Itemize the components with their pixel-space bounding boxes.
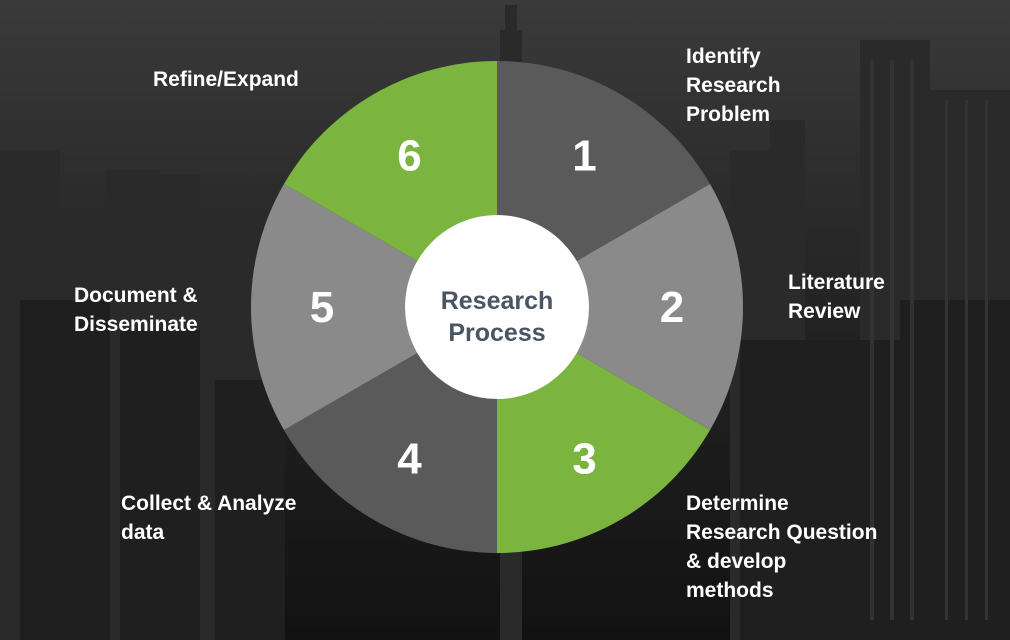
step-2-label: Literature Review [788,271,885,323]
step-5-label: Document & Disseminate [74,284,198,336]
segment-4-number: 4 [397,435,422,484]
center-circle [405,215,589,399]
step-3-label: Determine Research Question & develop me… [686,492,878,602]
step-6-label: Refine/Expand [153,68,299,91]
step-1-label: Identify Research Problem [686,45,781,126]
segment-2 [497,184,743,430]
segment-5-number: 5 [310,283,334,332]
segment-3-number: 3 [572,435,596,484]
center-label-line1: Research [441,287,554,315]
segment-5 [251,184,497,430]
step-4-label: Collect & Analyze data [121,492,297,544]
segment-1-number: 1 [572,131,596,180]
segment-2-number: 2 [660,283,684,332]
center-label-line2: Process [448,319,545,347]
segment-6-number: 6 [397,131,421,180]
